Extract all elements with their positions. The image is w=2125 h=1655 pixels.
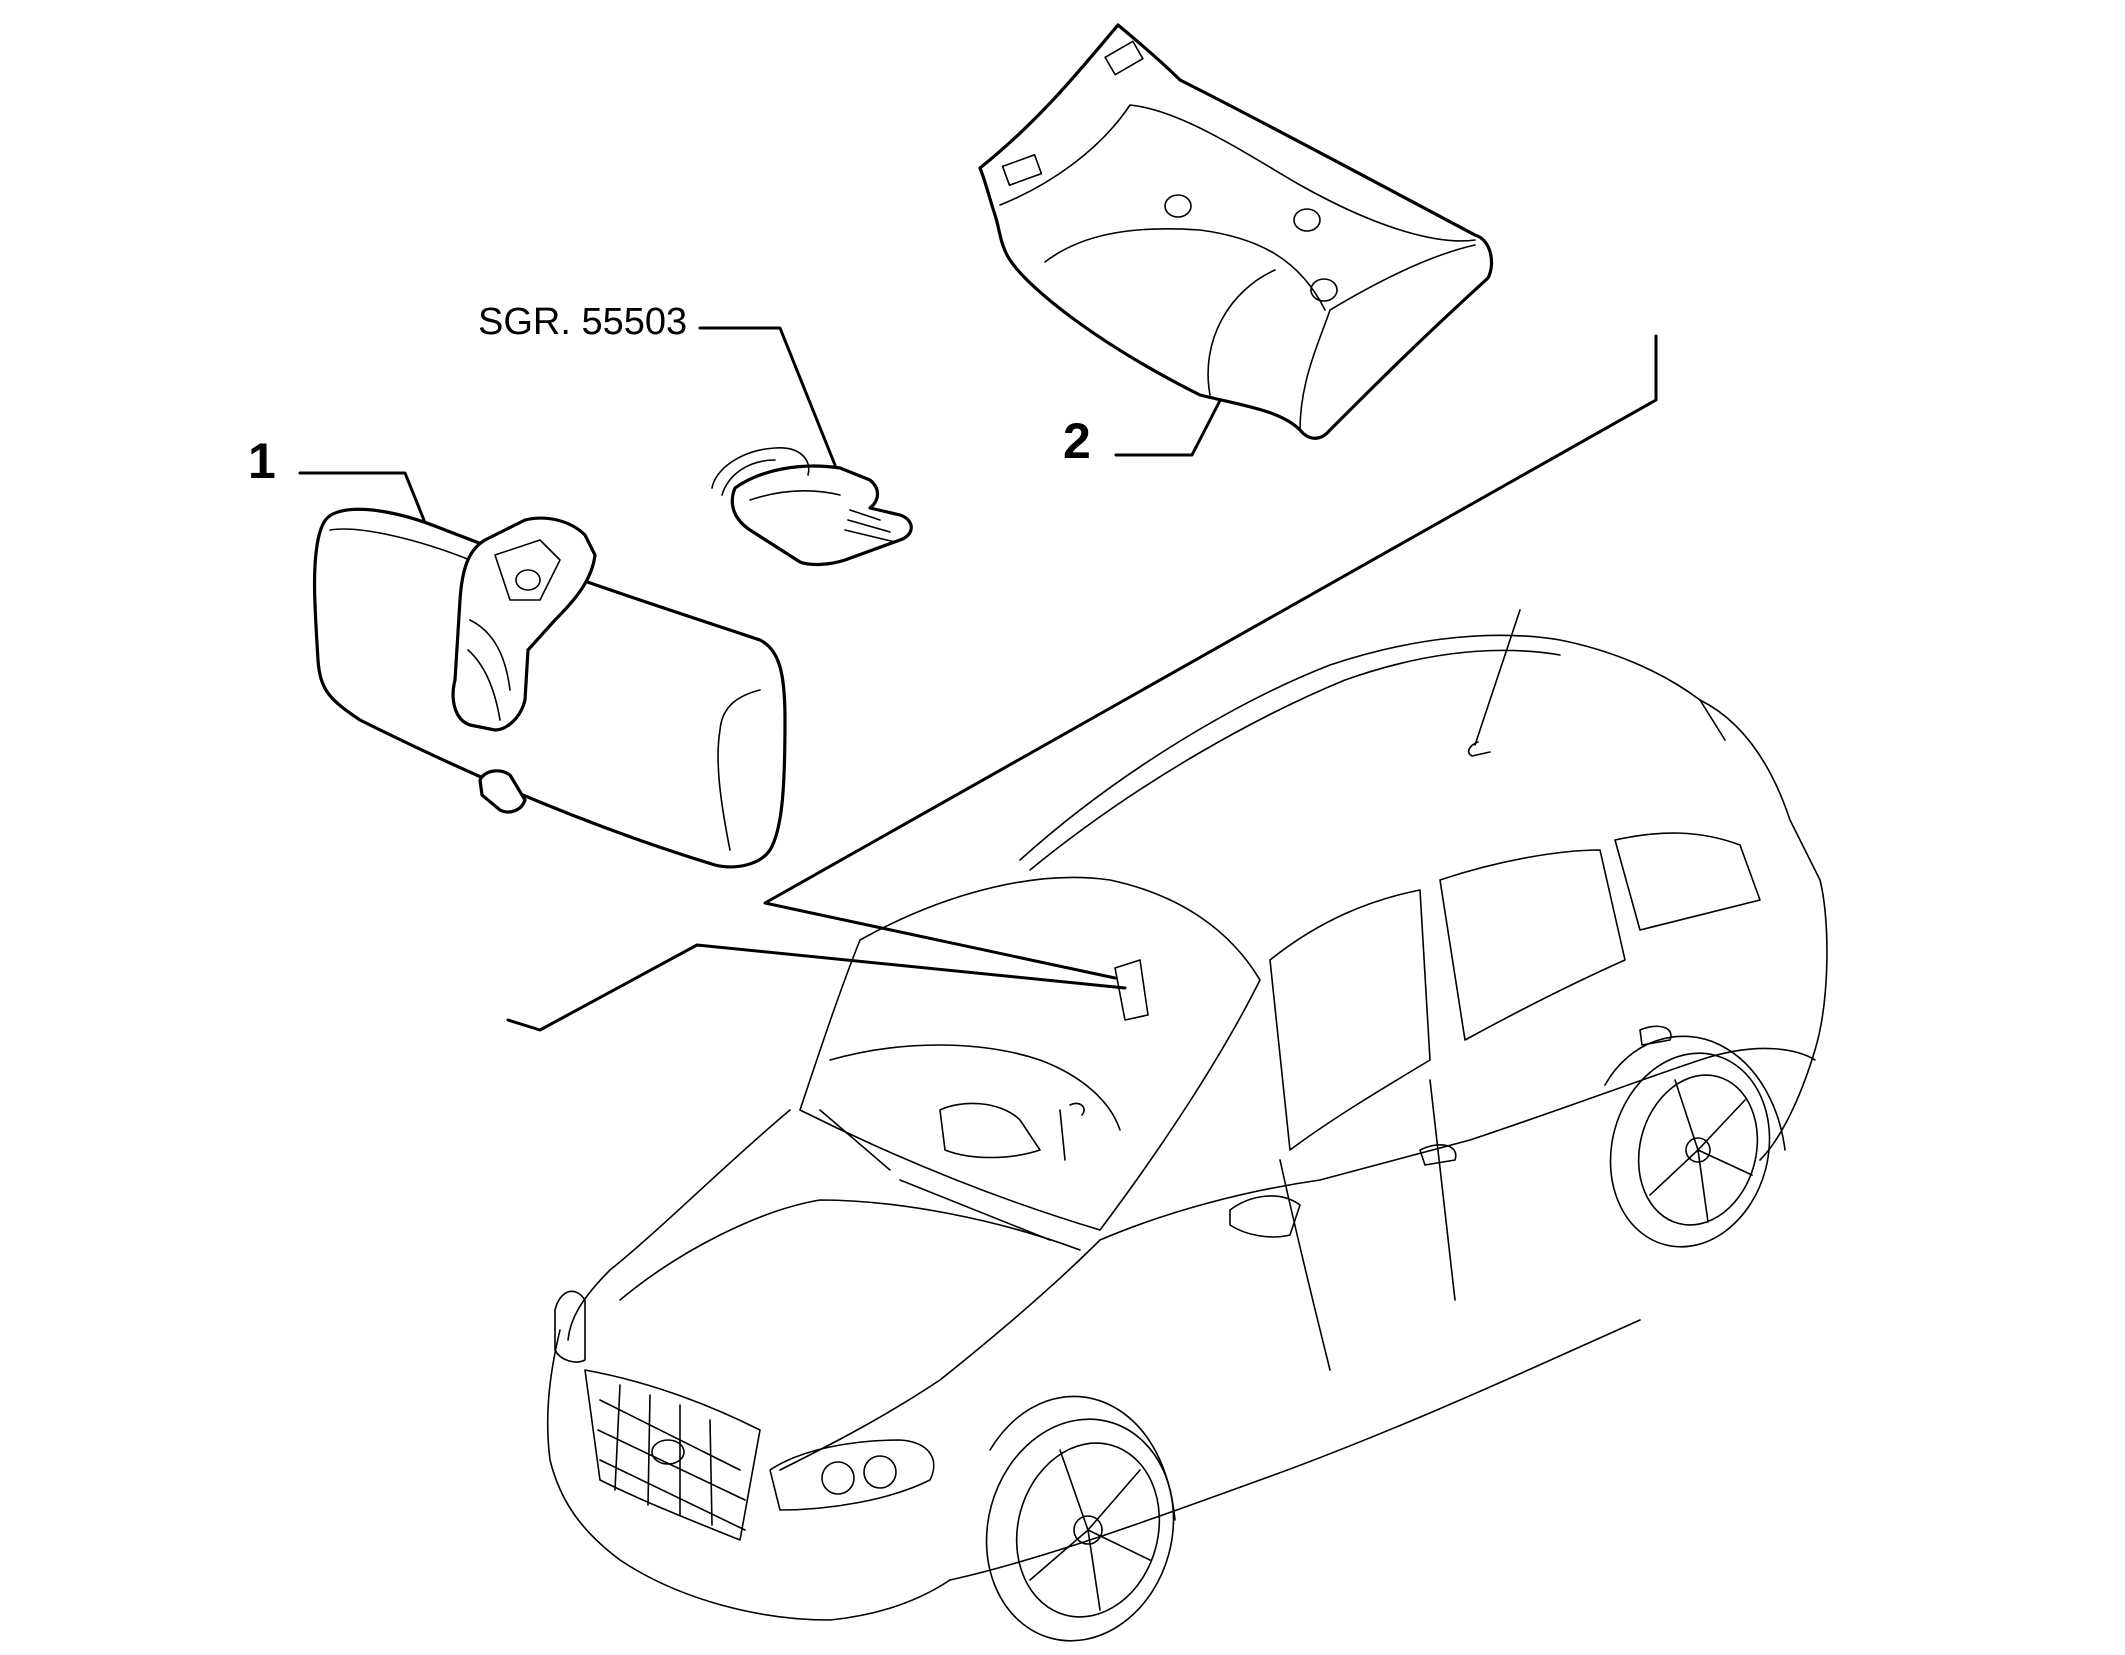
vehicle-illustration [546, 609, 1828, 1642]
cover-tab-2 [1001, 153, 1043, 187]
hood-right-edge [779, 1239, 1101, 1471]
mirror-location-marker [1114, 959, 1149, 1021]
windscreen [799, 876, 1261, 1231]
rear-side-window [1439, 849, 1626, 1041]
hood-left-edge [567, 1109, 791, 1341]
cover-tab-1 [1104, 40, 1144, 76]
clip-hole-1 [1164, 194, 1192, 218]
side-mirror [1229, 1195, 1301, 1238]
side-character-line [1099, 1047, 1816, 1241]
callout-2-label: 2 [1063, 413, 1091, 469]
leader-1 [298, 471, 432, 537]
headlight-right [769, 1439, 935, 1511]
leader-2 [1114, 383, 1230, 457]
wipers [819, 1109, 1051, 1241]
leader-cover-location [506, 943, 1127, 1032]
sill-line [949, 1319, 1641, 1581]
clip-hole-3 [1310, 278, 1338, 302]
leader-sgr [698, 326, 837, 467]
grille [584, 1369, 761, 1541]
leader-lines [298, 326, 1658, 1032]
mirror-pivot [515, 569, 541, 591]
roof-cover-part [978, 23, 1494, 440]
mirror-clip [478, 769, 527, 814]
headlight-left [554, 1290, 586, 1363]
quarter-window [1614, 832, 1761, 931]
front-badge [651, 1439, 685, 1465]
front-wheel [985, 1395, 1176, 1642]
front-bumper [546, 1329, 951, 1621]
rearview-mirror-part [312, 507, 787, 869]
front-side-window [1269, 889, 1431, 1151]
rear-wheel [1604, 1035, 1786, 1248]
antenna [1467, 609, 1521, 757]
callout-1-label: 1 [248, 433, 276, 489]
rain-sensor-part [711, 447, 913, 567]
door-lines [1279, 1079, 1456, 1371]
callout-sgr-label: SGR. 55503 [478, 301, 687, 343]
rear-outline [1699, 699, 1828, 1161]
clip-hole-2 [1293, 208, 1321, 232]
roof-outline [1019, 634, 1726, 861]
leader-mirror-location [763, 334, 1658, 980]
